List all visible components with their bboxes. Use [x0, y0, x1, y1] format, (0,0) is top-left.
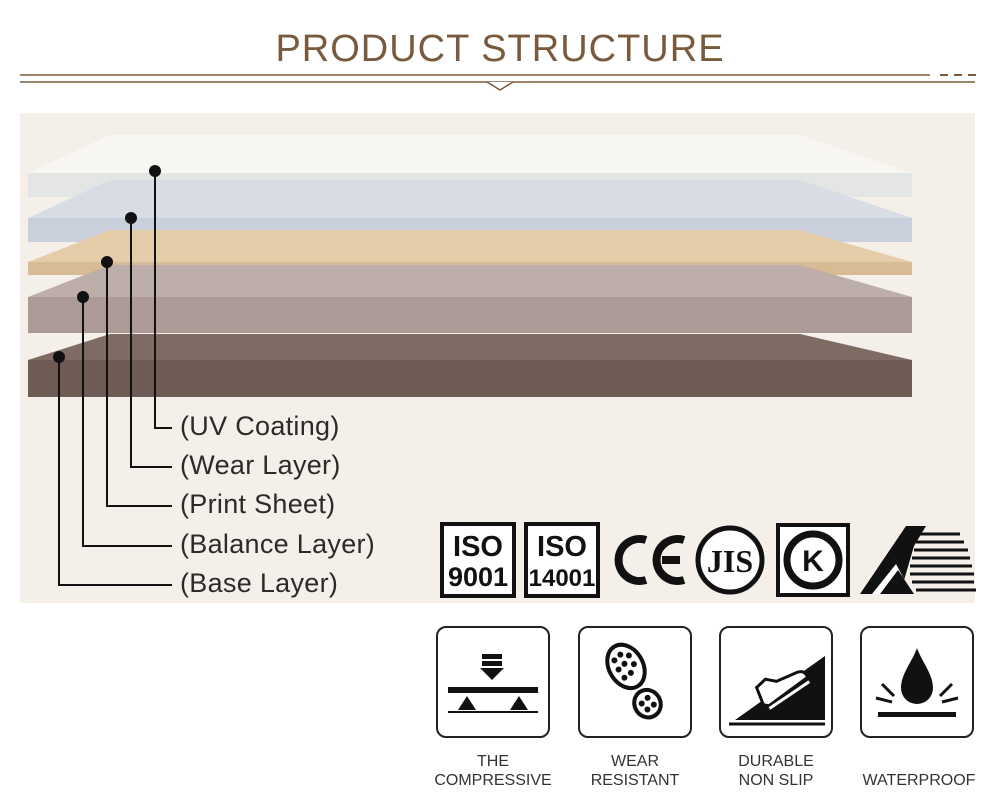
balance-layer-dot — [77, 291, 89, 303]
waterproof-feature — [860, 626, 974, 738]
iso9001-icon: ISO 9001 — [440, 522, 516, 598]
iso14001-icon: ISO 14001 — [524, 522, 600, 598]
print-sheet-leader — [106, 262, 172, 507]
compression-icon — [448, 654, 538, 713]
svg-text:ISO: ISO — [537, 531, 587, 563]
k-mark-icon: K — [776, 523, 850, 597]
layer-diagram — [28, 135, 912, 586]
base-layer-label: (Base Layer) — [180, 568, 339, 598]
balance-layer — [28, 265, 912, 297]
print-sheet-dot — [101, 256, 113, 268]
waterproof-label: WATERPROOF — [862, 772, 976, 789]
svg-text:ISO: ISO — [453, 531, 503, 563]
uv-coating-label: (UV Coating) — [180, 411, 340, 441]
print-sheet-layer — [28, 230, 912, 262]
balance-layer-label: (Balance Layer) — [180, 529, 376, 559]
svg-text:JIS: JIS — [707, 543, 753, 579]
wear-layer-leader — [130, 218, 172, 468]
compressive-feature — [436, 626, 550, 738]
uv-coating-leader — [154, 171, 172, 429]
shoe-on-slope-icon — [729, 656, 825, 726]
svg-text:9001: 9001 — [448, 562, 508, 592]
title-divider — [20, 74, 976, 91]
base-layer — [28, 334, 912, 360]
base-layer-dot — [53, 351, 65, 363]
svg-text:K: K — [802, 545, 824, 578]
certification-row: ISO 9001 ISO 14001 JIS K — [440, 522, 976, 598]
wear-layer-label: (Wear Layer) — [180, 450, 341, 480]
non-slip-feature — [719, 626, 833, 738]
wear-resistant-feature — [578, 626, 692, 738]
jis-mark-icon: JIS — [695, 525, 765, 595]
uv-coating-dot — [149, 165, 161, 177]
manufacturer-logo-icon — [860, 526, 976, 594]
water-drop-icon — [875, 648, 959, 717]
base-layer-edge — [28, 360, 912, 397]
balance-layer-edge — [28, 297, 912, 333]
wear-layer-dot — [125, 212, 137, 224]
svg-text:14001: 14001 — [529, 565, 596, 592]
print-sheet-label: (Print Sheet) — [180, 489, 336, 519]
balance-layer-leader — [82, 297, 172, 547]
uv-coating-layer — [28, 135, 912, 173]
ce-mark-icon — [614, 535, 686, 585]
wear-layer — [28, 180, 912, 218]
shoe-sole-icon — [605, 642, 663, 720]
base-layer-leader — [58, 357, 172, 586]
page-title: PRODUCT STRUCTURE — [275, 28, 725, 70]
